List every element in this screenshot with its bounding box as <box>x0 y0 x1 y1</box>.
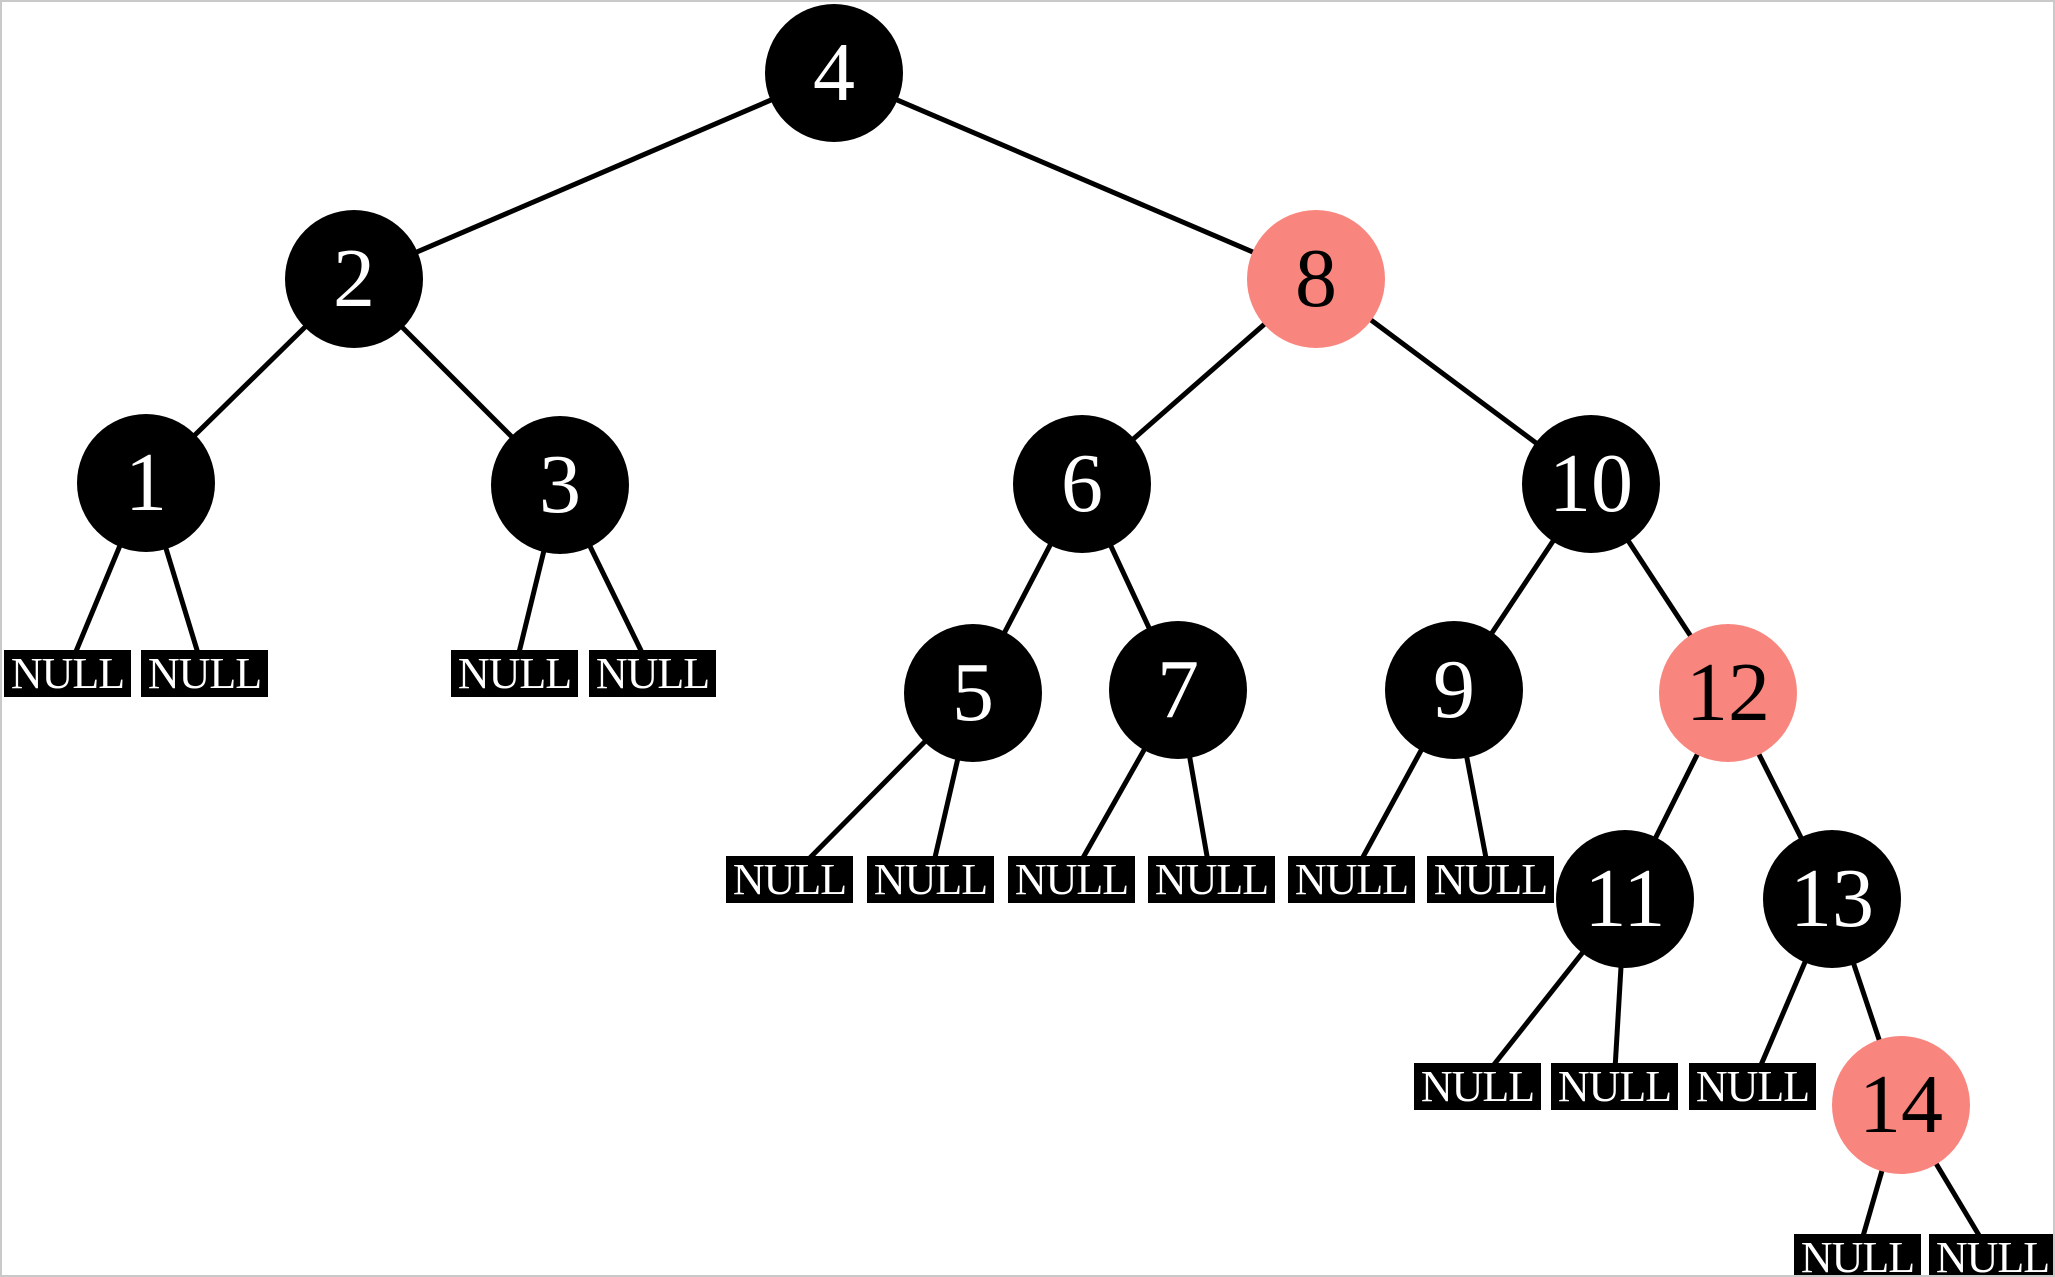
tree-node-13: 13 <box>1763 830 1901 968</box>
tree-node-11: 11 <box>1556 830 1694 968</box>
null-leaf-9-right: NULL <box>1427 856 1554 903</box>
null-leaf-14-left: NULL <box>1794 1234 1921 1275</box>
tree-node-6: 6 <box>1013 415 1151 553</box>
tree-node-14: 14 <box>1832 1036 1970 1174</box>
tree-node-1: 1 <box>77 414 215 552</box>
null-leaf-9-left: NULL <box>1288 856 1415 903</box>
null-leaf-7-right: NULL <box>1148 856 1275 903</box>
tree-node-5: 5 <box>904 624 1042 762</box>
tree-node-8: 8 <box>1247 210 1385 348</box>
null-leaf-3-left: NULL <box>451 650 578 697</box>
tree-node-7: 7 <box>1109 621 1247 759</box>
tree-node-4: 4 <box>765 4 903 142</box>
null-leaf-5-right: NULL <box>867 856 994 903</box>
tree-node-10: 10 <box>1522 415 1660 553</box>
tree-node-12: 12 <box>1659 624 1797 762</box>
null-leaf-14-right: NULL <box>1929 1234 2053 1275</box>
tree-node-3: 3 <box>491 416 629 554</box>
edge-4-8 <box>833 70 1317 282</box>
tree-node-9: 9 <box>1385 621 1523 759</box>
null-leaf-7-left: NULL <box>1008 856 1135 903</box>
null-leaf-11-right: NULL <box>1551 1063 1678 1110</box>
null-leaf-1-left: NULL <box>4 650 131 697</box>
tree-node-2: 2 <box>285 210 423 348</box>
edge-4-2 <box>353 70 835 282</box>
null-leaf-5-left: NULL <box>726 856 853 903</box>
null-leaf-1-right: NULL <box>141 650 268 697</box>
null-leaf-11-left: NULL <box>1414 1063 1541 1110</box>
null-leaf-3-right: NULL <box>589 650 716 697</box>
null-leaf-13-left: NULL <box>1689 1063 1816 1110</box>
